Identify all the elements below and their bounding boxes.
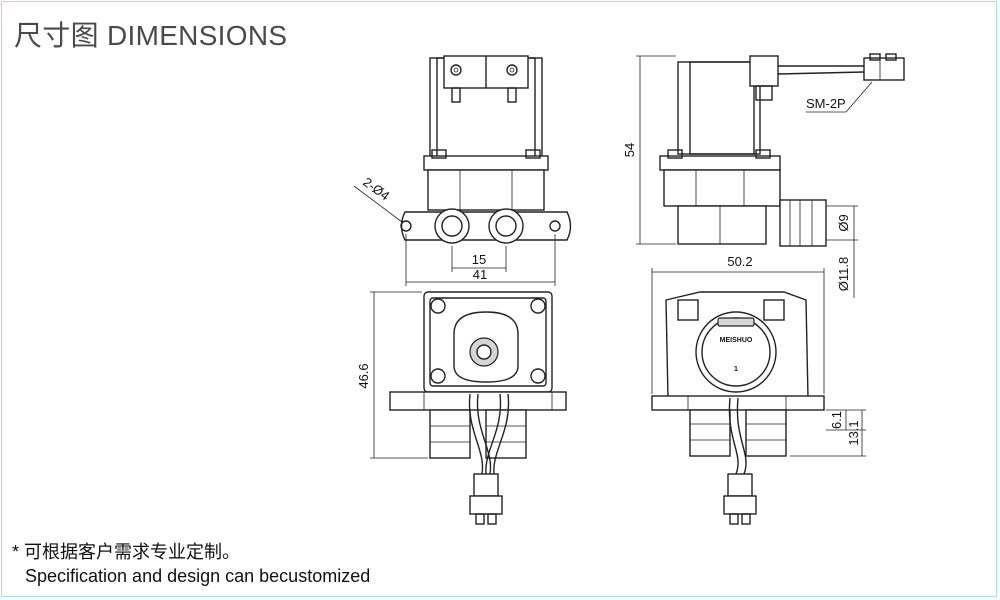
rear-view-width-dim [651,268,825,394]
side-view [659,53,905,247]
body-width-label: 50.2 [727,254,752,269]
port-spacing-label: 15 [472,252,486,267]
hole-spec-label: 2-Ø4 [360,174,392,203]
marker-label: 1 [734,366,738,373]
port-diameter-dims [826,205,858,298]
bottom-view-height-dim [370,291,428,459]
side-view-height-dim [636,55,676,245]
bottom-view [389,291,567,525]
port-height-label: 13.1 [846,420,861,445]
port-offset-label: 6.1 [829,411,844,429]
rear-view-port-dims [790,409,866,457]
port-diameter-label: Ø9 [836,214,851,231]
total-width-label: 41 [473,267,487,282]
brand-label: MEISHUO [720,337,753,344]
customization-note-english: Specification and design can becustomize… [25,566,371,586]
customization-note-chinese: * 可根据客户需求专业定制。 [12,542,241,562]
front-view [353,55,572,244]
page-title: 尺寸图 DIMENSIONS [14,20,288,51]
body-diameter-label: Ø11.8 [836,257,851,291]
rear-view [651,291,825,525]
height-side-label: 54 [622,143,637,157]
front-view-width-dims [405,234,556,286]
height-front-label: 46.6 [356,363,371,388]
connector-label: SM-2P [806,96,846,111]
